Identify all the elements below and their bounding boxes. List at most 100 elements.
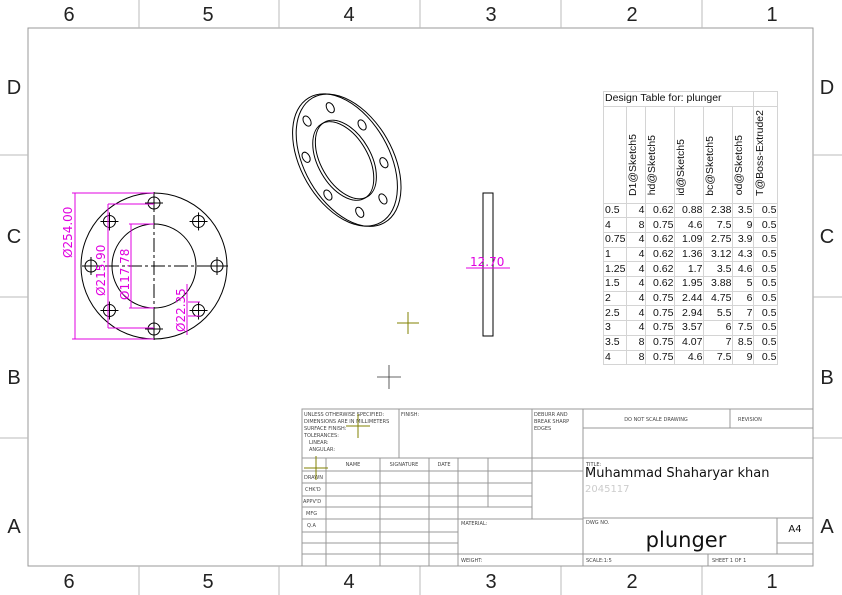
table-cell[interactable]: 8.5 xyxy=(732,334,755,351)
table-cell[interactable]: 7 xyxy=(732,305,755,322)
dim-bolt-circle[interactable]: Ø215.90 xyxy=(94,245,108,296)
front-view[interactable] xyxy=(80,192,228,340)
table-cell[interactable]: 0.75 xyxy=(645,305,676,322)
table-cell[interactable]: 9 xyxy=(732,349,755,366)
table-cell[interactable]: 1.95 xyxy=(674,276,705,292)
table-cell[interactable]: 2.75 xyxy=(703,232,734,248)
table-cell[interactable]: 0.5 xyxy=(753,349,779,366)
table-cell[interactable]: 8 xyxy=(626,334,647,351)
table-cell[interactable]: 0.62 xyxy=(645,246,676,263)
table-cell[interactable]: 4.07 xyxy=(674,334,705,351)
table-cell[interactable]: 3.12 xyxy=(703,246,734,263)
table-cell[interactable]: 4 xyxy=(626,290,647,307)
table-cell[interactable]: 4.6 xyxy=(732,261,755,278)
drawing-title[interactable]: Muhammad Shaharyar khan xyxy=(585,466,769,481)
table-cell[interactable]: 8 xyxy=(626,349,647,366)
table-cell[interactable]: 0.5 xyxy=(753,276,779,292)
table-cell[interactable]: 0.5 xyxy=(753,305,779,322)
table-cell[interactable]: 0.88 xyxy=(674,202,705,219)
table-cell[interactable]: 0.5 xyxy=(753,290,779,307)
table-cell[interactable]: 0.5 xyxy=(753,202,779,219)
drawing-subtitle[interactable]: 2045117 xyxy=(585,484,630,495)
table-cell[interactable]: 0.75 xyxy=(645,290,676,307)
table-cell[interactable]: 0.75 xyxy=(602,232,628,248)
table-cell[interactable]: 4 xyxy=(626,320,647,336)
table-cell[interactable]: 4 xyxy=(626,261,647,278)
table-cell[interactable]: 4 xyxy=(626,202,647,219)
table-cell[interactable]: 2.44 xyxy=(674,290,705,307)
table-cell[interactable]: 0.5 xyxy=(753,334,779,351)
table-cell[interactable]: 4.75 xyxy=(703,290,734,307)
table-cell[interactable]: 0.75 xyxy=(645,217,676,234)
dim-inner-diameter[interactable]: Ø117.78 xyxy=(118,249,132,300)
table-cell[interactable]: 1.36 xyxy=(674,246,705,263)
table-cell[interactable]: 6 xyxy=(732,290,755,307)
dim-thickness[interactable]: 12.70 xyxy=(470,255,504,269)
table-cell[interactable]: 6 xyxy=(703,320,734,336)
table-cell[interactable]: 0.5 xyxy=(602,202,628,219)
table-cell[interactable]: 4 xyxy=(626,246,647,263)
table-cell[interactable]: 0.5 xyxy=(753,217,779,234)
table-cell[interactable]: 3 xyxy=(602,320,628,336)
table-cell[interactable]: 0.75 xyxy=(645,349,676,366)
dim-hole-diameter[interactable]: Ø22.35 xyxy=(174,288,188,332)
table-cell[interactable]: 3.5 xyxy=(732,202,755,219)
table-cell[interactable]: 1.09 xyxy=(674,232,705,248)
table-cell[interactable]: 4 xyxy=(602,349,628,366)
table-cell[interactable]: 0.62 xyxy=(645,276,676,292)
table-cell[interactable]: 8 xyxy=(626,217,647,234)
table-cell[interactable]: 4 xyxy=(626,232,647,248)
table-cell[interactable]: 4 xyxy=(626,305,647,322)
table-cell[interactable]: 7.5 xyxy=(703,349,734,366)
table-cell[interactable]: 7.5 xyxy=(703,217,734,234)
table-cell[interactable]: 9 xyxy=(732,217,755,234)
table-cell[interactable]: 1 xyxy=(602,246,628,263)
table-cell[interactable]: 0.5 xyxy=(753,320,779,336)
table-cell[interactable]: 0.62 xyxy=(645,202,676,219)
table-cell[interactable]: 4 xyxy=(626,276,647,292)
table-cell[interactable]: 2 xyxy=(602,290,628,307)
table-cell[interactable]: 0.75 xyxy=(645,334,676,351)
table-cell[interactable]: 3.88 xyxy=(703,276,734,292)
dwg-number[interactable]: plunger xyxy=(646,528,727,552)
table-cell[interactable]: 1.5 xyxy=(602,276,628,292)
table-cell[interactable]: 4.6 xyxy=(674,349,705,366)
table-cell[interactable]: 7 xyxy=(703,334,734,351)
table-cell[interactable]: 3.5 xyxy=(703,261,734,278)
table-cell[interactable]: 4.6 xyxy=(674,217,705,234)
table-cell[interactable]: 3.57 xyxy=(674,320,705,336)
table-cell[interactable]: 2.94 xyxy=(674,305,705,322)
table-cell[interactable]: 7.5 xyxy=(732,320,755,336)
table-cell[interactable]: 3.5 xyxy=(602,334,628,351)
table-cell[interactable]: 0.62 xyxy=(645,261,676,278)
table-cell[interactable]: 2.38 xyxy=(703,202,734,219)
table-cell[interactable]: 0.5 xyxy=(753,232,779,248)
dim-outer-diameter[interactable]: Ø254.00 xyxy=(61,207,75,258)
table-cell[interactable]: 0.62 xyxy=(645,232,676,248)
table-cell[interactable]: 5.5 xyxy=(703,305,734,322)
table-cell[interactable]: 4 xyxy=(602,217,628,234)
table-cell[interactable]: 0.5 xyxy=(753,261,779,278)
isometric-view[interactable] xyxy=(271,74,423,246)
table-cell[interactable]: 0.5 xyxy=(753,246,779,263)
side-view[interactable] xyxy=(482,192,494,337)
table-cell[interactable]: 3.9 xyxy=(732,232,755,248)
table-cell[interactable]: 5 xyxy=(732,276,755,292)
table-cell[interactable]: 0.75 xyxy=(645,320,676,336)
table-cell[interactable]: 4.3 xyxy=(732,246,755,263)
table-cell[interactable]: 2.5 xyxy=(602,305,628,322)
table-cell[interactable]: 1.7 xyxy=(674,261,705,278)
table-cell[interactable]: 1.25 xyxy=(602,261,628,278)
